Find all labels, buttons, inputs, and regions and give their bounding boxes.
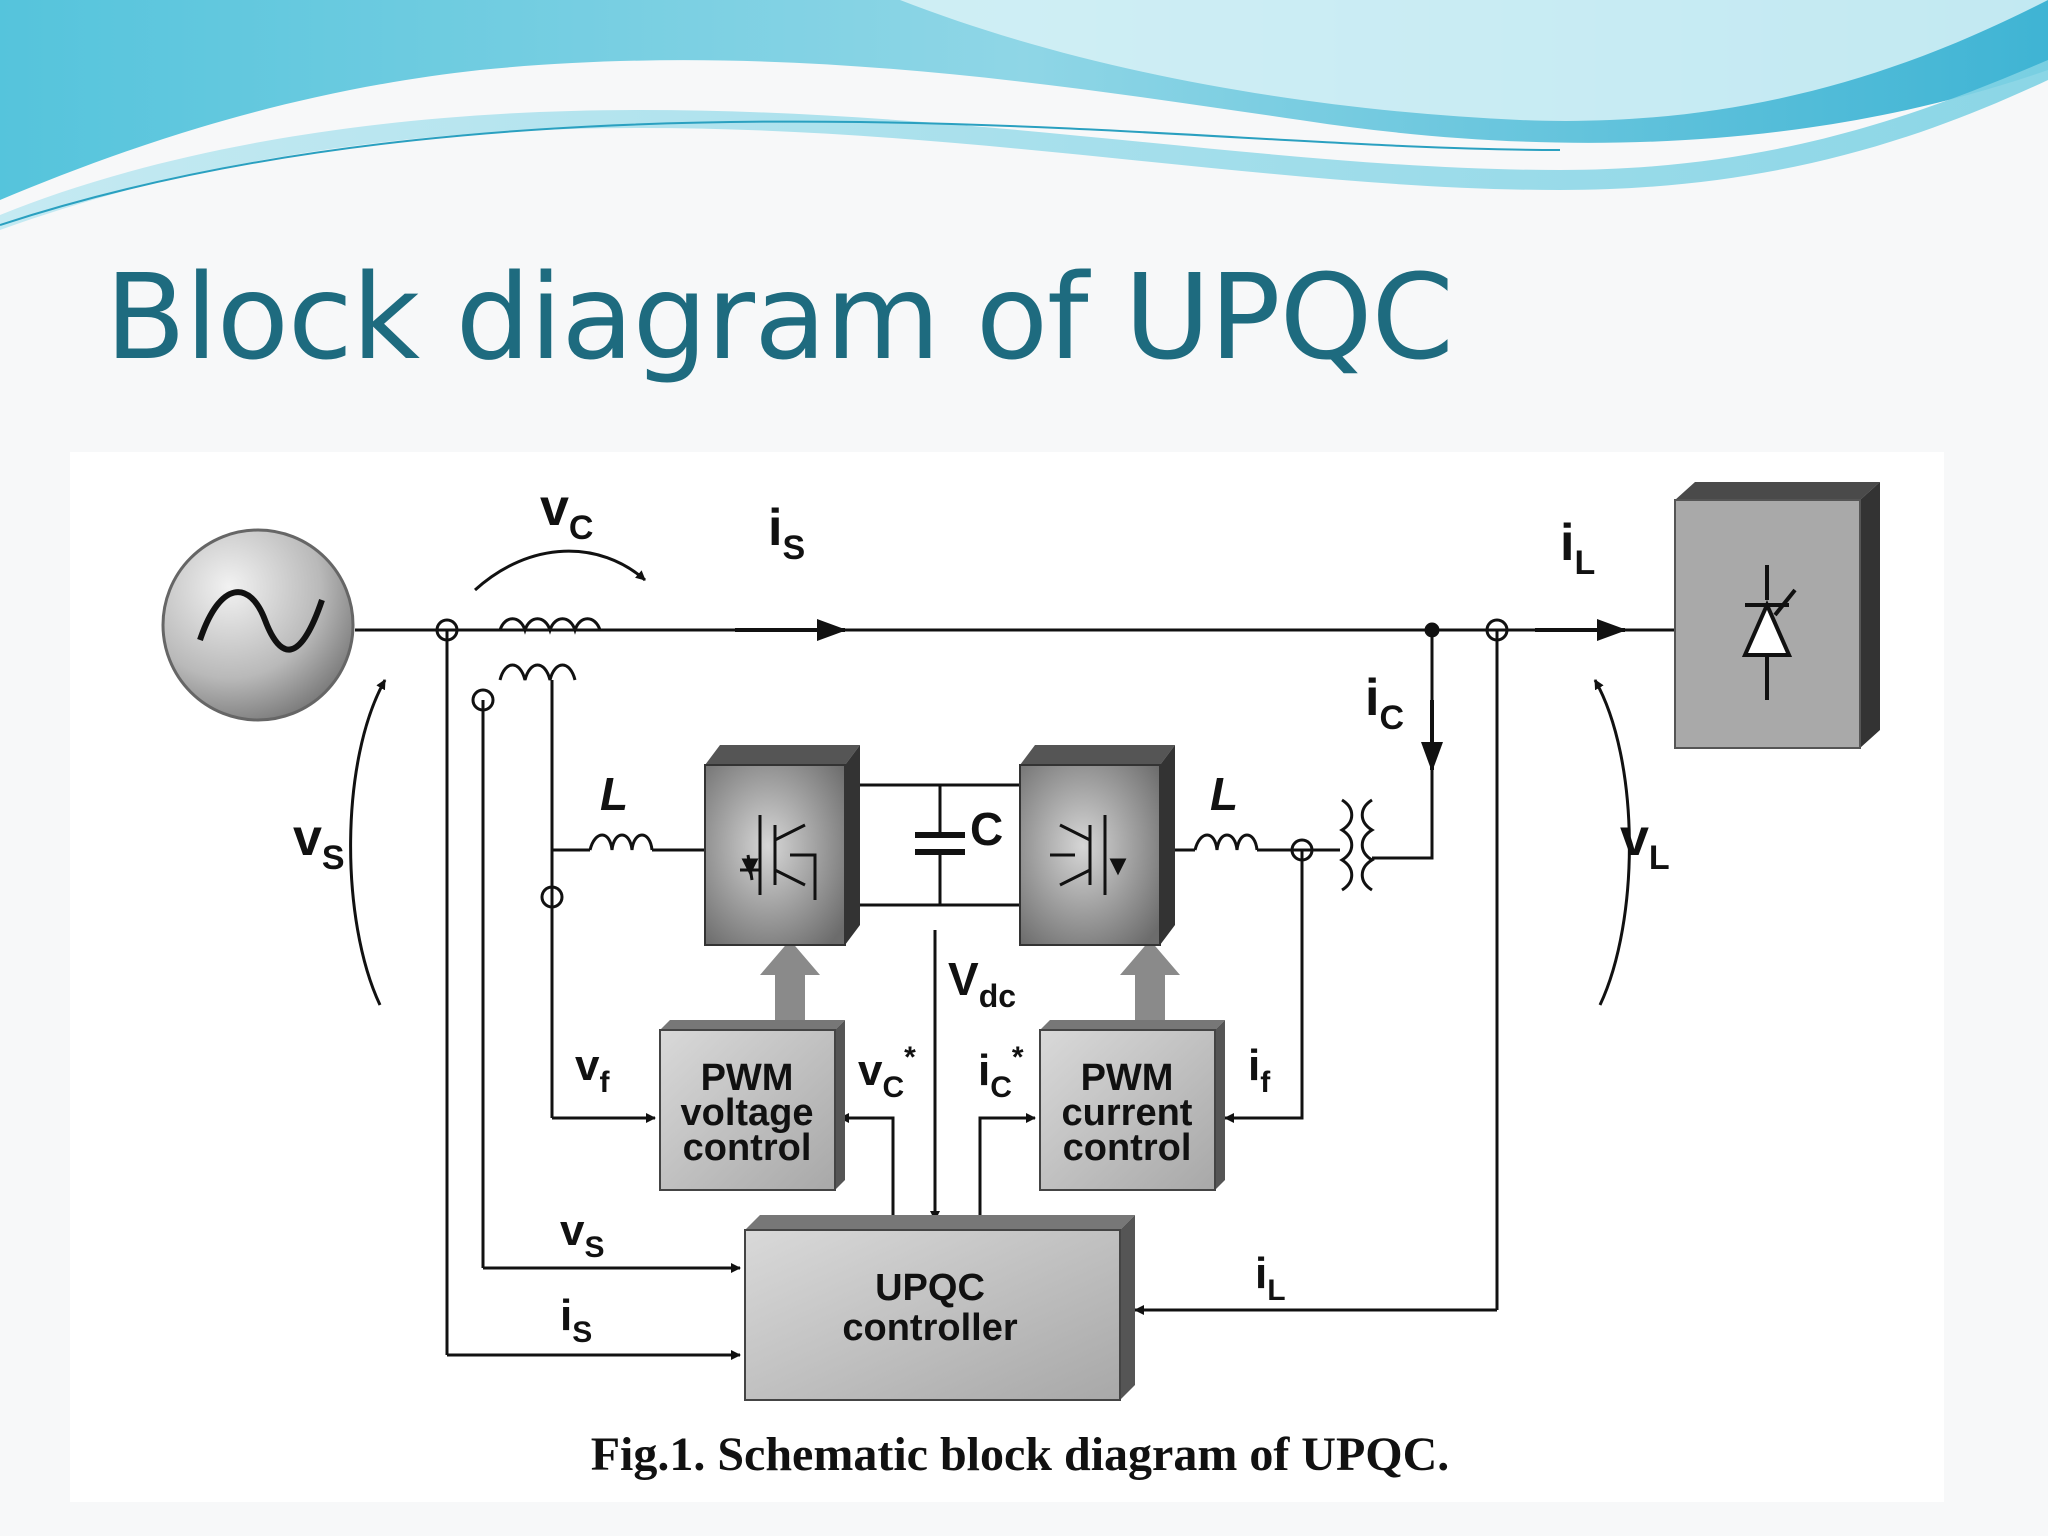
slide-title: Block diagram of UPQC [105,248,1454,386]
svg-text:PWM: PWM [701,1057,794,1099]
svg-text:controller: controller [842,1307,1017,1349]
svg-text:voltage: voltage [680,1092,813,1134]
shunt-inverter [1019,745,1175,946]
header-wave-decoration [0,0,2048,230]
figure-caption: Fig.1. Schematic block diagram of UPQC. [591,1428,1450,1481]
svg-text:UPQC: UPQC [875,1267,985,1309]
svg-text:if: if [1248,1041,1271,1099]
svg-text:control: control [683,1127,812,1169]
svg-text:iL: iL [1255,1249,1286,1307]
svg-text:PWM: PWM [1081,1057,1174,1099]
svg-text:iL: iL [1560,514,1595,582]
svg-text:vC: vC [540,479,593,547]
svg-text:current: current [1062,1092,1193,1134]
pwm-current-control-block [1039,1020,1225,1191]
svg-text:C: C [970,803,1003,855]
svg-text:control: control [1063,1127,1192,1169]
svg-text:iS: iS [560,1291,592,1349]
series-inverter [704,745,860,946]
svg-text:vC*: vC* [858,1041,916,1104]
svg-text:iC*: iC* [978,1041,1024,1104]
svg-text:vS: vS [293,809,345,877]
svg-text:iS: iS [768,499,805,567]
upqc-controller-block [744,1215,1135,1401]
igbt-switch-icon [740,815,817,900]
thyristor-load-icon [1674,482,1880,749]
pwm-voltage-control-block [659,1020,845,1191]
svg-text:L: L [1210,768,1238,820]
svg-text:Vdc: Vdc [948,953,1016,1014]
svg-text:iC: iC [1365,669,1404,737]
svg-text:vS: vS [560,1206,605,1264]
ac-source-icon [161,528,355,722]
svg-text:vL: vL [1620,809,1670,877]
svg-text:L: L [600,768,628,820]
svg-text:vf: vf [575,1041,610,1099]
